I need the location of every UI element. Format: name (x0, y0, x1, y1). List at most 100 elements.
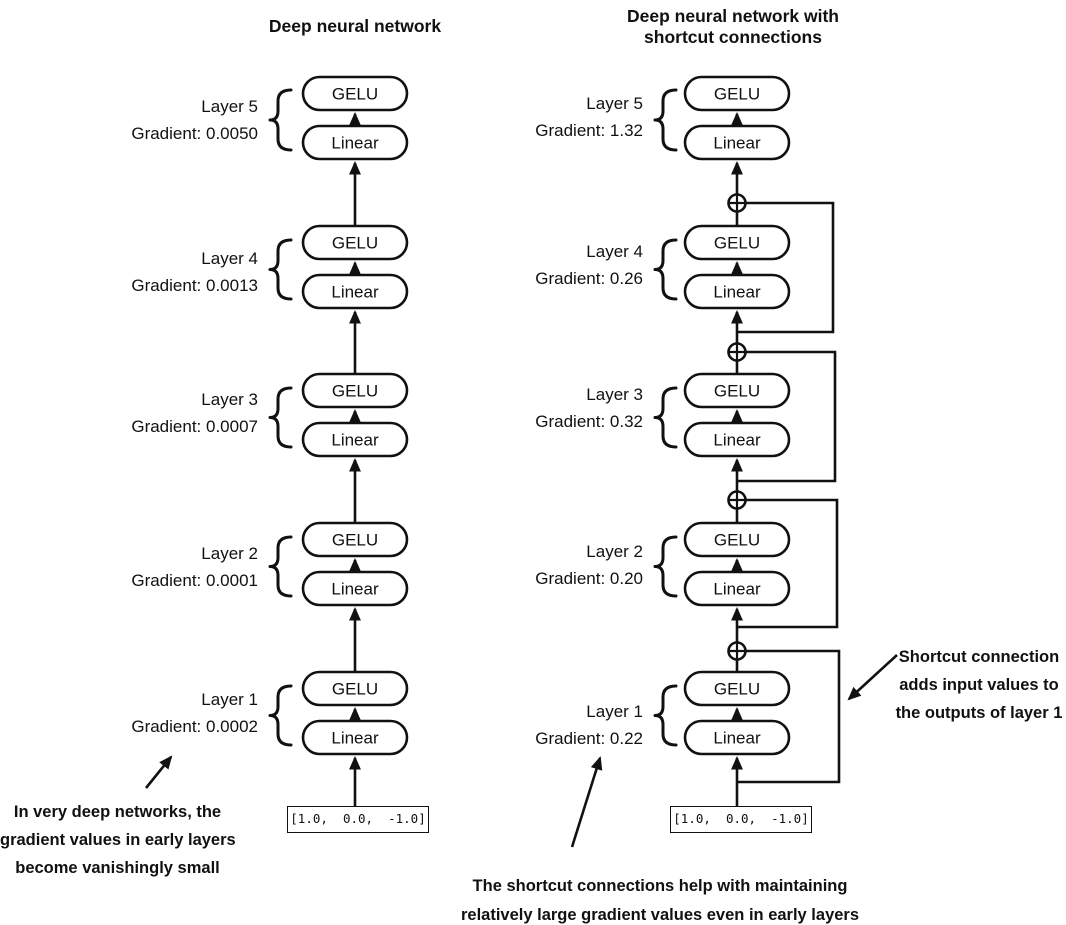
gradient-value: Gradient: 1.32 (535, 120, 643, 140)
gradient-value: Gradient: 0.0007 (131, 416, 258, 436)
annotation-line: adds input values to (899, 676, 1059, 694)
shortcut-path-layer1 (737, 649, 841, 784)
gradient-value: Gradient: 0.0001 (131, 570, 258, 590)
annotation-arrows (144, 654, 898, 848)
linear-box (301, 273, 409, 310)
linear-box-label: Linear (331, 283, 379, 302)
layer-brace (268, 386, 293, 449)
right-network-title-line2: shortcut connections (644, 26, 822, 47)
gelu-box (683, 75, 791, 112)
layer-label-left-5: Layer 5 Gradient: 0.0050 (131, 94, 258, 147)
linear-box (683, 421, 791, 458)
gelu-box-label: GELU (332, 382, 378, 401)
layer-brace (653, 684, 678, 747)
gelu-box (301, 521, 409, 558)
shortcut-path-layer2 (737, 498, 839, 629)
gelu-box-label: GELU (714, 680, 760, 699)
linear-box (301, 570, 409, 607)
left-network-boxes: GELU Linear GELU Linear GELU Linear GELU… (301, 75, 409, 756)
layer-name: Layer 1 (201, 690, 258, 709)
annotation-line: gradient values in early layers (0, 831, 236, 849)
linear-box-label: Linear (713, 134, 761, 153)
annotation-arrow-right (847, 654, 898, 701)
annotation-arrow-left (144, 755, 173, 789)
annotation-line: The shortcut connections help with maint… (472, 877, 848, 895)
right-network-title: Deep neural network with shortcut connec… (583, 6, 883, 47)
annotation-line: become vanishingly small (15, 859, 220, 877)
shortcut-path-layer3 (737, 350, 837, 483)
gelu-box-label: GELU (714, 531, 760, 550)
gelu-box (301, 75, 409, 112)
layer-brace (268, 238, 293, 301)
gradient-value: Gradient: 0.0050 (131, 123, 258, 143)
annotation-line: In very deep networks, the (13, 803, 222, 821)
layer-brace (268, 535, 293, 598)
shortcut-path-layer4 (737, 201, 835, 334)
input-vector-left: [1.0, 0.0, -1.0] (287, 806, 429, 833)
linear-box (683, 273, 791, 310)
linear-box-label: Linear (713, 580, 761, 599)
layer-name: Layer 2 (201, 544, 258, 563)
gelu-box (301, 670, 409, 707)
gelu-box-label: GELU (332, 680, 378, 699)
annotation-shortcut-connection: Shortcut connection adds input values to… (892, 643, 1066, 727)
layer-brace (653, 238, 678, 301)
layer-name: Layer 3 (201, 390, 258, 409)
layer-label-right-2: Layer 2 Gradient: 0.20 (535, 539, 643, 592)
input-vector-right: [1.0, 0.0, -1.0] (670, 806, 812, 833)
linear-box-label: Linear (331, 134, 379, 153)
layer-label-right-5: Layer 5 Gradient: 1.32 (535, 91, 643, 144)
linear-box (683, 124, 791, 161)
linear-box-label: Linear (331, 580, 379, 599)
layer-label-left-2: Layer 2 Gradient: 0.0001 (131, 541, 258, 594)
gelu-box-label: GELU (714, 382, 760, 401)
annotation-line: Shortcut connection (898, 648, 1060, 666)
layer-brace (653, 535, 678, 598)
layer-label-right-4: Layer 4 Gradient: 0.26 (535, 239, 643, 292)
gradient-value: Gradient: 0.20 (535, 568, 643, 588)
layer-name: Layer 3 (586, 385, 643, 404)
add-icon (727, 342, 747, 362)
right-network-title-line1: Deep neural network with (627, 6, 839, 26)
gelu-box (683, 521, 791, 558)
annotation-line: the outputs of layer 1 (895, 704, 1063, 722)
gradient-value: Gradient: 0.32 (535, 411, 643, 431)
layer-label-right-3: Layer 3 Gradient: 0.32 (535, 382, 643, 435)
linear-box-label: Linear (713, 729, 761, 748)
linear-box-label: Linear (331, 729, 379, 748)
gelu-box (683, 670, 791, 707)
add-icon (727, 490, 747, 510)
layer-name: Layer 4 (201, 249, 258, 268)
layer-name: Layer 5 (586, 94, 643, 113)
linear-box (301, 124, 409, 161)
gelu-box-label: GELU (332, 531, 378, 550)
gelu-box-label: GELU (714, 85, 760, 104)
layer-name: Layer 4 (586, 242, 643, 261)
left-network-title: Deep neural network (268, 16, 442, 36)
layer-name: Layer 5 (201, 97, 258, 116)
gradient-value: Gradient: 0.22 (535, 728, 643, 748)
layer-braces (268, 88, 678, 747)
gradient-value: Gradient: 0.26 (535, 268, 643, 288)
gelu-box (683, 372, 791, 409)
layer-label-left-1: Layer 1 Gradient: 0.0002 (131, 687, 258, 740)
layer-label-right-1: Layer 1 Gradient: 0.22 (535, 699, 643, 752)
annotation-vanishing-gradient: In very deep networks, the gradient valu… (0, 798, 236, 882)
linear-box (301, 421, 409, 458)
annotation-line: relatively large gradient values even in… (460, 905, 860, 924)
annotation-arrow-bottom (570, 756, 603, 848)
annotation-shortcut-benefit: The shortcut connections help with maint… (440, 872, 880, 925)
linear-box-label: Linear (331, 431, 379, 450)
linear-box-label: Linear (713, 431, 761, 450)
linear-box (301, 719, 409, 756)
gelu-box (301, 372, 409, 409)
layer-label-left-3: Layer 3 Gradient: 0.0007 (131, 387, 258, 440)
layer-brace (268, 88, 293, 152)
layer-brace (653, 386, 678, 449)
add-nodes (727, 193, 747, 661)
layer-name: Layer 2 (586, 542, 643, 561)
linear-box-label: Linear (713, 283, 761, 302)
gelu-box (301, 224, 409, 261)
layer-label-left-4: Layer 4 Gradient: 0.0013 (131, 246, 258, 299)
